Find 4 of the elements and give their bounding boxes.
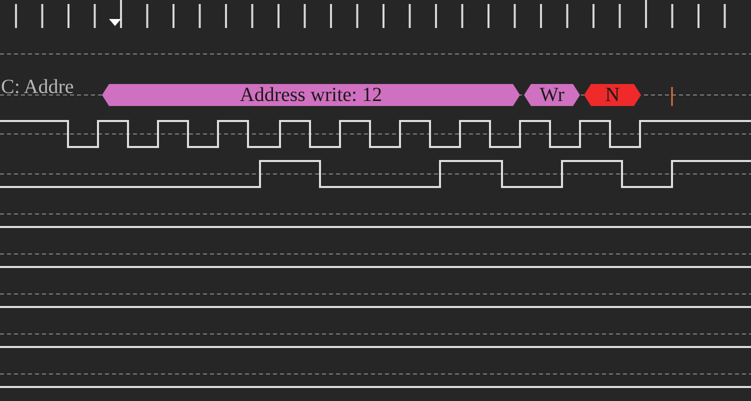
decoded-frame: Address write: 12 xyxy=(102,84,520,106)
decoded-frame: N xyxy=(584,84,641,106)
channel-name: C: Addre xyxy=(1,76,74,98)
decoded-frame: Wr xyxy=(524,84,580,106)
